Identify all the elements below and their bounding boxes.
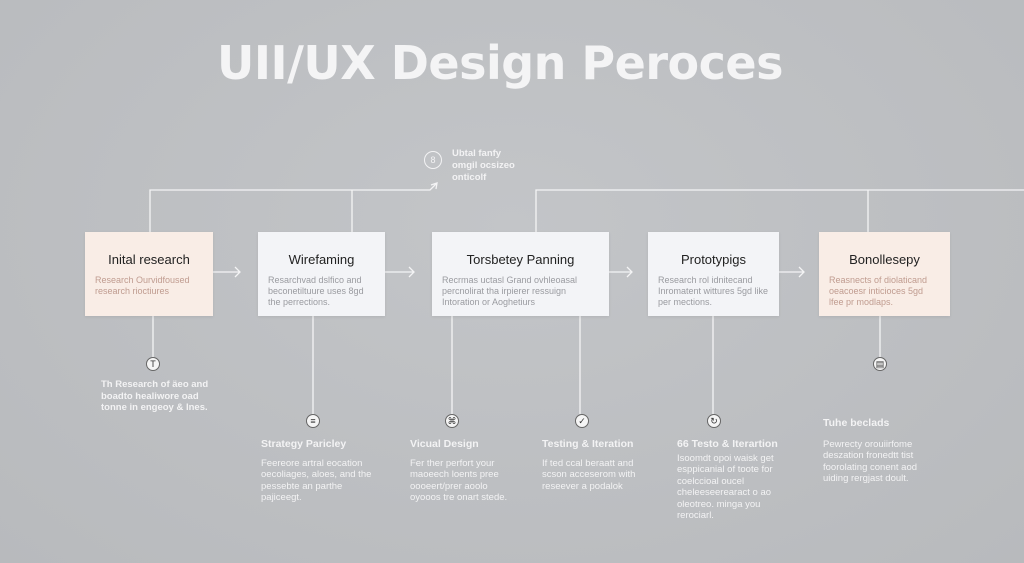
person-icon: 8: [424, 151, 442, 169]
step-desc: Research rol idnitecand Inromatent wittu…: [658, 275, 769, 307]
top-note: Ubtal fanfy omgil ocsizeo onticolf: [452, 148, 515, 184]
step-title: Torsbetey Panning: [466, 252, 575, 267]
tool-icon: T: [146, 357, 160, 371]
step-title: Bonollesepy: [849, 252, 920, 267]
note-text: Feereore artral eocation oecoliages, alo…: [261, 457, 372, 504]
note-research: Th Research of äeo and boadto healiwore …: [101, 379, 221, 414]
note-heading: Strategy Paricley: [261, 438, 347, 450]
arrowhead-top: [430, 182, 438, 190]
connector-top-right: [535, 189, 1024, 232]
step-desc: Reasnects of diolaticand oeacoesr intici…: [829, 275, 928, 307]
connector-down: [152, 316, 881, 414]
note-text: Isoomdt opoi waisk get esppicanial of to…: [677, 452, 774, 522]
step-title: Inital research: [108, 252, 190, 267]
note-text: If ted ccal beraatt and scson acceserom …: [542, 457, 636, 492]
top-note-line: omgil ocsizeo: [452, 160, 515, 171]
design-icon: ⌘: [445, 414, 459, 428]
flow-arrows: [213, 266, 805, 278]
note-text: Th Research of äeo and boadto healiwore …: [101, 379, 209, 413]
clipboard-icon: ▤: [873, 357, 887, 371]
note-heading: 66 Testo & Iterartion: [677, 438, 778, 450]
connector-top-left: [149, 182, 438, 232]
note-heading: Testing & Iteration: [542, 438, 634, 450]
step-title: Wirefaming: [288, 252, 355, 267]
note-heading: Tuhe beclads: [823, 417, 890, 429]
document-icon: ≡: [306, 414, 320, 428]
step-desc: Recrmas uctasl Grand ovhleoasal percnoli…: [442, 275, 578, 307]
top-note-line: Ubtal fanfy: [452, 148, 502, 159]
check-icon: ✓: [575, 414, 589, 428]
note-text: Fer ther perfort your maoeech loents pre…: [410, 457, 508, 504]
note-text: Pewrecty orouiirfome deszation fronedtt …: [823, 438, 918, 485]
step-desc: Research Ourvidfoused research rioctiure…: [95, 275, 190, 296]
note-heading: Vicual Design: [410, 438, 479, 450]
step-title: Prototypigs: [680, 252, 747, 267]
page-title: UII/UX Design Peroces: [217, 36, 783, 90]
step-desc: Resarchvad dslfico and beconetiltuure us…: [268, 275, 364, 307]
refresh-icon: ↻: [707, 414, 721, 428]
note-testing: Testing & Iteration If ted ccal beraatt a…: [542, 438, 647, 492]
top-note-line: onticolf: [452, 172, 487, 183]
